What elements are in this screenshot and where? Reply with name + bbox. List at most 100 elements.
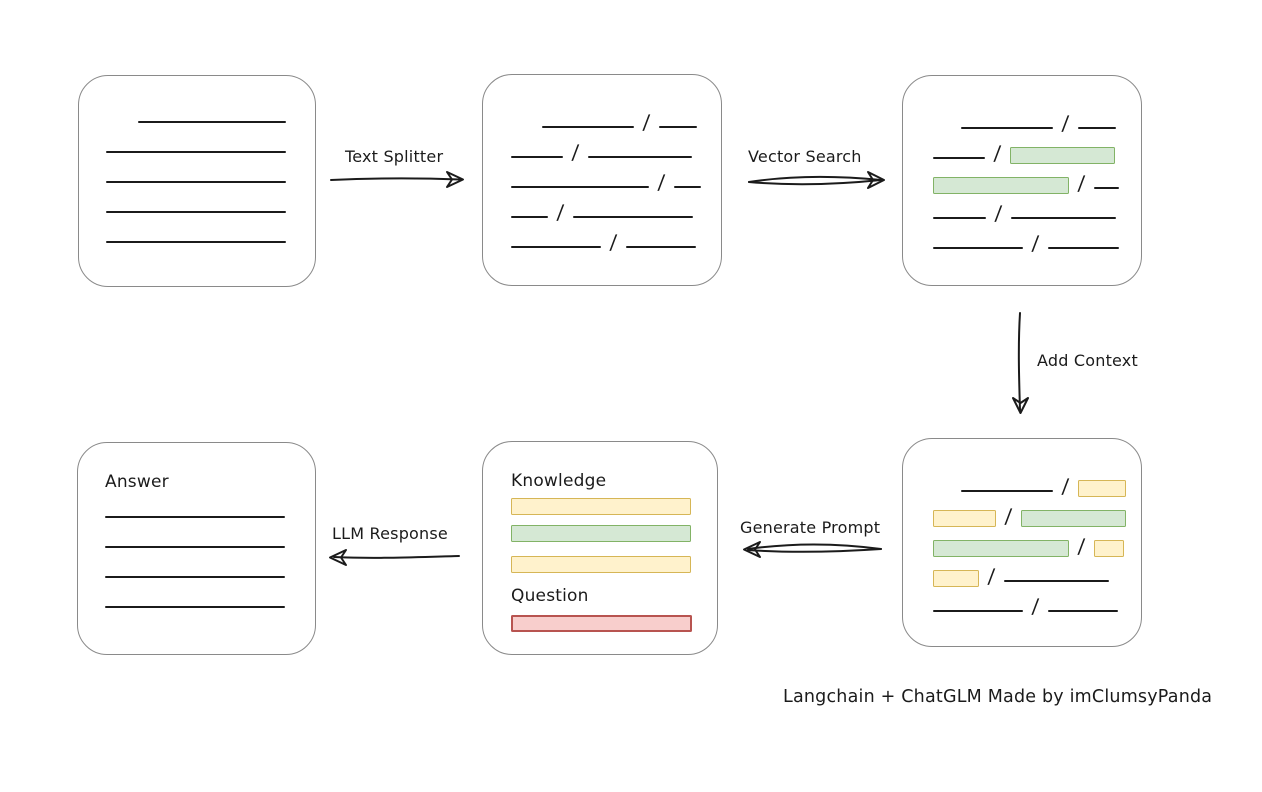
split-chunks-box: /////	[482, 74, 722, 286]
content-row: /	[933, 467, 1141, 498]
text-line	[1047, 610, 1118, 612]
content-row: Answer	[105, 467, 315, 493]
credit-caption: Langchain + ChatGLM Made by imClumsyPand…	[783, 687, 1213, 707]
content-row: /	[511, 223, 721, 254]
text-line	[511, 246, 601, 248]
slash-separator: /	[556, 200, 565, 224]
slash-separator: /	[657, 170, 666, 194]
content-row: /	[511, 163, 721, 194]
text-line	[1003, 580, 1109, 582]
yellow-chunk	[511, 498, 691, 515]
content-row	[511, 556, 717, 573]
content-row	[105, 583, 315, 613]
content-row: /	[933, 224, 1141, 255]
text-line	[933, 610, 1023, 612]
content-row	[106, 188, 315, 218]
slash-separator: /	[1061, 111, 1070, 135]
vector-search-arrow	[748, 171, 885, 189]
slash-separator: /	[987, 564, 996, 588]
yellow-chunk	[933, 510, 996, 527]
llm-response-label: LLM Response	[332, 524, 448, 543]
slash-separator: /	[642, 110, 651, 134]
content-row: /	[933, 527, 1141, 558]
green-chunk	[1020, 510, 1126, 527]
text-line	[105, 546, 285, 548]
content-row: /	[511, 193, 721, 224]
text-line	[961, 490, 1053, 492]
text-line	[138, 121, 286, 123]
llm-response-arrow	[329, 549, 460, 566]
text-line	[106, 181, 286, 183]
content-row	[511, 525, 717, 542]
text-line	[542, 126, 634, 128]
text-line	[511, 216, 548, 218]
text-line	[1093, 187, 1119, 189]
text-line	[933, 217, 986, 219]
text-line	[105, 606, 285, 608]
red-chunk	[511, 615, 692, 632]
content-row	[105, 523, 315, 553]
text-line	[933, 247, 1023, 249]
green-chunk	[1009, 147, 1115, 164]
box-label: Question	[511, 586, 589, 607]
text-line	[106, 151, 286, 153]
slash-separator: /	[1077, 534, 1086, 558]
content-row: /	[511, 133, 721, 164]
slash-separator: /	[1061, 474, 1070, 498]
text-line	[511, 186, 649, 188]
answer-box: Answer	[77, 442, 316, 655]
text-splitter-arrow	[330, 171, 464, 188]
box-label: Answer	[105, 472, 169, 493]
slash-separator: /	[1031, 594, 1040, 618]
slash-separator: /	[571, 140, 580, 164]
text-line	[961, 127, 1053, 129]
yellow-chunk	[511, 556, 691, 573]
content-row	[106, 98, 315, 128]
content-row	[106, 158, 315, 188]
content-row	[105, 493, 315, 523]
content-row: /	[933, 164, 1141, 195]
content-row: Question	[511, 581, 717, 607]
slash-separator: /	[1077, 171, 1086, 195]
green-chunk	[933, 540, 1069, 557]
green-chunk	[933, 177, 1069, 194]
text-splitter-label: Text Splitter	[345, 147, 444, 166]
yellow-chunk	[1093, 540, 1124, 557]
text-line	[106, 211, 286, 213]
vector-search-results-box: / / / / /	[902, 75, 1142, 286]
content-row: /	[933, 587, 1141, 618]
content-row	[511, 615, 717, 632]
text-line	[105, 576, 285, 578]
generate-prompt-arrow	[743, 541, 882, 558]
slash-separator: /	[993, 141, 1002, 165]
slash-separator: /	[1004, 504, 1013, 528]
content-row	[105, 553, 315, 583]
content-row: Knowledge	[511, 466, 717, 492]
text-line	[105, 516, 285, 518]
content-row: /	[933, 557, 1141, 588]
text-line	[658, 126, 697, 128]
add-context-arrow	[1012, 312, 1029, 414]
content-row: /	[933, 134, 1141, 165]
text-line	[625, 246, 696, 248]
vector-search-label: Vector Search	[748, 147, 862, 166]
content-row	[106, 218, 315, 248]
text-line	[1010, 217, 1116, 219]
green-chunk	[511, 525, 691, 542]
text-line	[673, 186, 701, 188]
text-line	[587, 156, 692, 158]
text-line	[572, 216, 693, 218]
slash-separator: /	[1031, 231, 1040, 255]
content-row: /	[933, 194, 1141, 225]
yellow-chunk	[933, 570, 979, 587]
yellow-chunk	[1077, 480, 1126, 497]
content-row	[106, 128, 315, 158]
text-line	[933, 157, 985, 159]
slash-separator: /	[994, 201, 1003, 225]
content-row: /	[511, 103, 721, 134]
add-context-label: Add Context	[1037, 351, 1138, 370]
text-line	[106, 241, 286, 243]
